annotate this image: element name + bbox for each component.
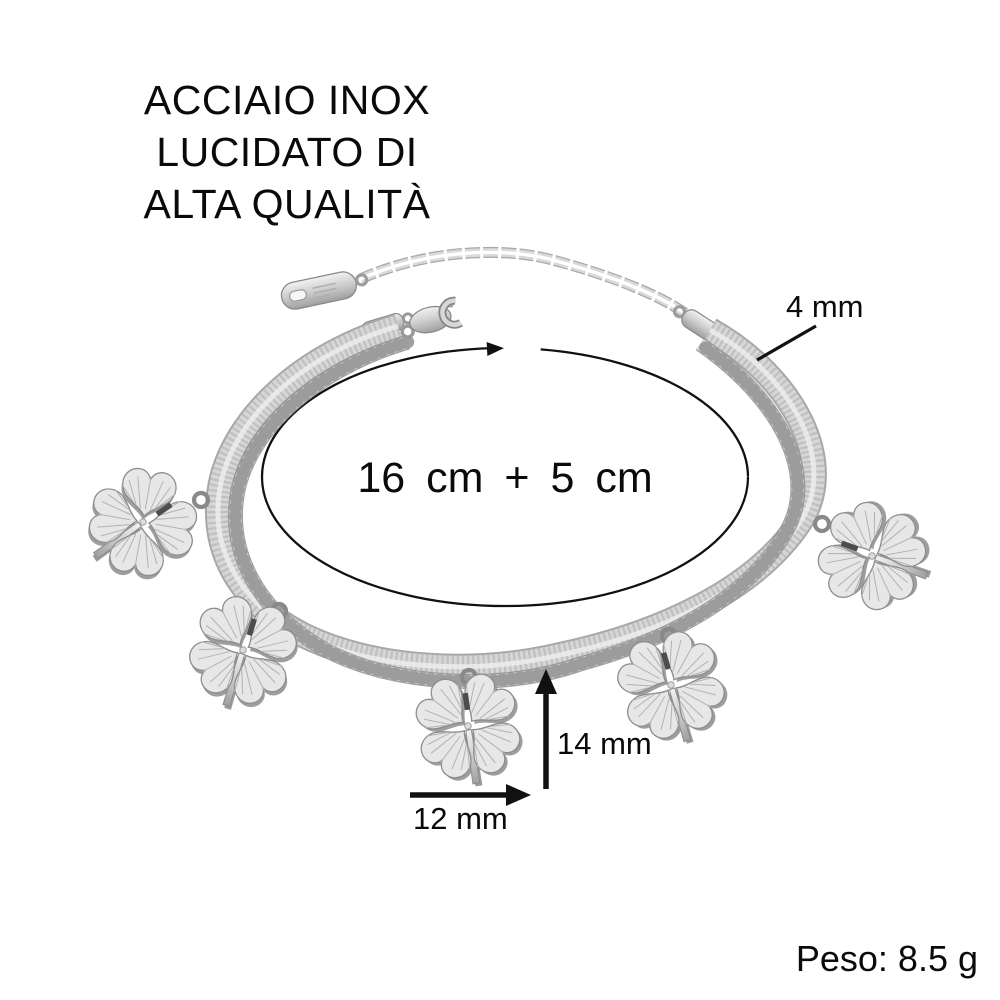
- chain-width-pointer-line: [756, 324, 817, 362]
- length-ellipse-arrow: [260, 342, 750, 608]
- charm-height-label: 14 mm: [557, 726, 652, 761]
- weight-label: Peso: 8.5 g: [795, 938, 978, 979]
- ellipse-arrowhead: [486, 342, 504, 356]
- extension-chain: [355, 245, 695, 323]
- charm-ring-5: [812, 514, 832, 534]
- charm-width-label: 12 mm: [413, 801, 508, 836]
- length-label: 16 cm + 5 cm: [357, 454, 653, 502]
- height-dimension-arrow: [535, 669, 557, 789]
- material-title-line3: ALTA QUALITÀ: [143, 181, 431, 227]
- clover-charm-5: [801, 482, 949, 629]
- width-dimension-arrow: [410, 784, 531, 806]
- charm-ring-1: [191, 490, 211, 510]
- herringbone-chain: [205, 313, 827, 680]
- lobster-clasp: [400, 296, 463, 339]
- material-title-line2: LUCIDATO DI: [156, 129, 418, 175]
- chain-width-label: 4 mm: [786, 289, 864, 324]
- clover-charm-2: [172, 580, 315, 725]
- clasp-tag: [280, 271, 369, 310]
- material-title: ACCIAIO INOX LUCIDATO DI ALTA QUALITÀ: [85, 74, 489, 230]
- clover-charm-1: [61, 444, 222, 604]
- material-title-line1: ACCIAIO INOX: [143, 77, 431, 123]
